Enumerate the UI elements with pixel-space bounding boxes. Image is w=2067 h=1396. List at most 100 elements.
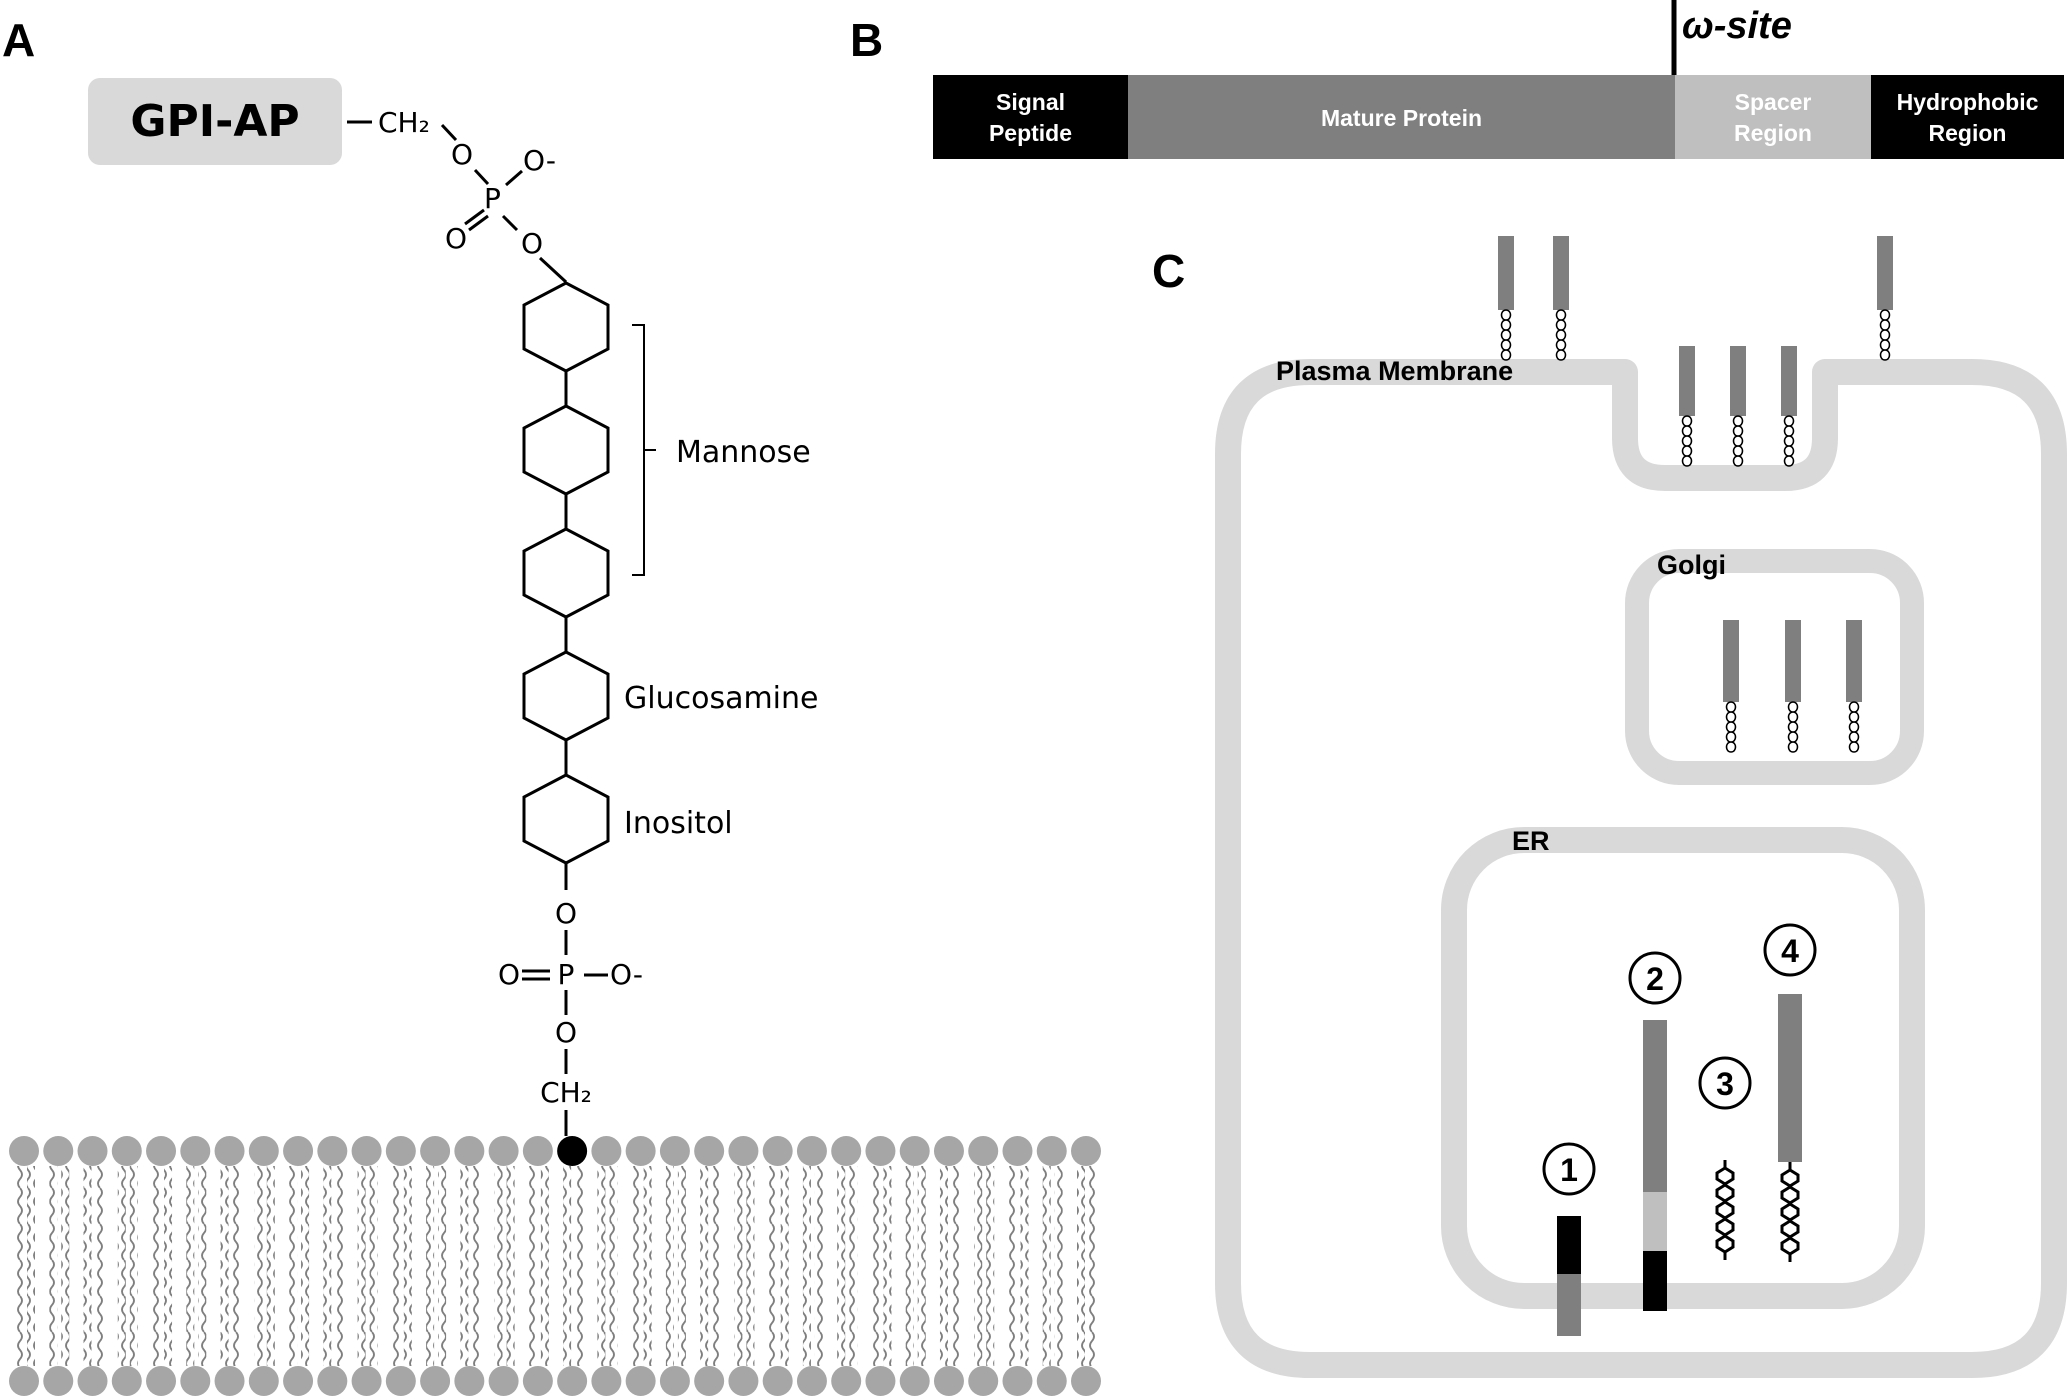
lipid-tail: [883, 1274, 892, 1366]
lipid-head: [694, 1366, 725, 1396]
lipid-tail: [837, 1274, 846, 1366]
step-marker-2: 2: [1628, 951, 1682, 1005]
step-1-precursor: [1557, 1216, 1581, 1336]
lipid-tail: [528, 1274, 537, 1366]
segment-label-line2: Region: [1734, 120, 1812, 146]
lipid-tail: [528, 1166, 537, 1274]
lipid-tail: [15, 1166, 23, 1274]
lipid-tail: [426, 1166, 435, 1274]
gpi-anchored-protein: [1730, 346, 1746, 467]
lipid-tail: [129, 1274, 138, 1366]
mannose-bracket: [632, 324, 656, 576]
lipid-tail: [643, 1166, 652, 1274]
lipid-head: [796, 1136, 827, 1166]
lipid-tail: [61, 1274, 70, 1366]
lipid-head: [694, 1136, 725, 1166]
lipid-tail: [369, 1274, 378, 1366]
glucosamine-ring: [522, 650, 610, 742]
lipid-tail: [335, 1166, 344, 1274]
lipid-tail: [301, 1166, 310, 1274]
lipid-tail: [643, 1274, 652, 1366]
gpi-anchored-proteins: [1498, 236, 1893, 753]
sugar-ring-chain: [522, 281, 610, 865]
gpi-anchored-protein: [1498, 236, 1514, 361]
lipid-head: [899, 1136, 930, 1166]
lipid-tail: [597, 1274, 606, 1366]
lipid-tail: [164, 1274, 173, 1366]
mannose-ring-3: [522, 527, 610, 619]
lipid-tail: [712, 1274, 721, 1366]
lipid-tail: [1020, 1166, 1029, 1274]
lipid-tail: [220, 1274, 229, 1366]
lipid-head: [180, 1136, 211, 1166]
lipid-head: [865, 1136, 896, 1166]
lipid-head: [557, 1366, 588, 1396]
lipid-tail: [1042, 1274, 1051, 1366]
lipid-tail: [61, 1166, 70, 1274]
lipid-head: [968, 1136, 999, 1166]
lipid-tail: [95, 1274, 104, 1366]
lipid-head: [9, 1366, 39, 1396]
lipid-head: [1002, 1136, 1033, 1166]
lipid-head: [1071, 1136, 1101, 1166]
panel-label-b: B: [850, 14, 883, 66]
lipid-tail: [597, 1166, 606, 1274]
omega-site-text: ω-site: [1682, 5, 1792, 47]
panel-a: A GPI-AP CH₂ O P O- O O: [2, 14, 1101, 1396]
lipid-tail: [164, 1166, 173, 1274]
phos-bottom-o1: O: [555, 897, 577, 930]
lipid-tail: [27, 1166, 35, 1274]
lipid-tail: [939, 1166, 948, 1274]
lipid-head: [488, 1136, 519, 1166]
gpi-anchored-protein: [1781, 346, 1797, 467]
lipid-tail: [129, 1166, 138, 1274]
lipid-head: [214, 1366, 245, 1396]
lipid-tail: [83, 1274, 92, 1366]
step-number-3: 3: [1716, 1066, 1734, 1102]
ch2-top-label: CH₂: [378, 106, 430, 139]
lipid-tail: [254, 1274, 263, 1366]
lipid-tail: [837, 1166, 846, 1274]
lipid-head: [283, 1366, 314, 1396]
lipid-tail: [494, 1166, 503, 1274]
lipid-tail: [391, 1166, 400, 1274]
lipid-head: [420, 1136, 451, 1166]
lipid-head: [591, 1366, 622, 1396]
phos-bottom-o2: O: [555, 1016, 577, 1049]
lipid-tail: [974, 1274, 983, 1366]
step-number-4: 4: [1781, 933, 1799, 969]
phos-bottom-p: P: [558, 958, 575, 991]
lipid-tail: [15, 1274, 23, 1366]
golgi-compartment: [1625, 549, 1924, 785]
lipid-head: [899, 1366, 930, 1396]
lipid-head: [43, 1136, 74, 1166]
lipid-tail: [871, 1274, 880, 1366]
lipid-tail: [814, 1274, 823, 1366]
phos-bottom-o-minus: O-: [610, 958, 643, 991]
lipid-tail: [746, 1166, 755, 1274]
lipid-head: [214, 1136, 245, 1166]
lipid-tail: [609, 1166, 618, 1274]
lipid-head: [831, 1136, 862, 1166]
er-compartment: [1441, 827, 1925, 1309]
step-marker-3: 3: [1698, 1056, 1752, 1110]
gpi-anchored-protein: [1877, 236, 1893, 361]
lipid-head: [317, 1366, 348, 1396]
lipid-tail: [49, 1166, 58, 1274]
lipid-tail: [117, 1166, 126, 1274]
lipid-tail: [1020, 1274, 1029, 1366]
lipid-tail: [563, 1274, 572, 1366]
lipid-tail: [700, 1166, 709, 1274]
gpi-anchored-protein: [1846, 620, 1862, 753]
mannose-label: Mannose: [676, 435, 811, 470]
lipid-tail: [540, 1274, 549, 1366]
lipid-tail: [1089, 1166, 1097, 1274]
lipid-tail: [460, 1274, 469, 1366]
phos-top-p: P: [484, 182, 501, 215]
lipid-head: [625, 1366, 656, 1396]
lipid-tail: [917, 1274, 926, 1366]
lipid-tail: [575, 1274, 584, 1366]
lipid-head: [522, 1366, 553, 1396]
